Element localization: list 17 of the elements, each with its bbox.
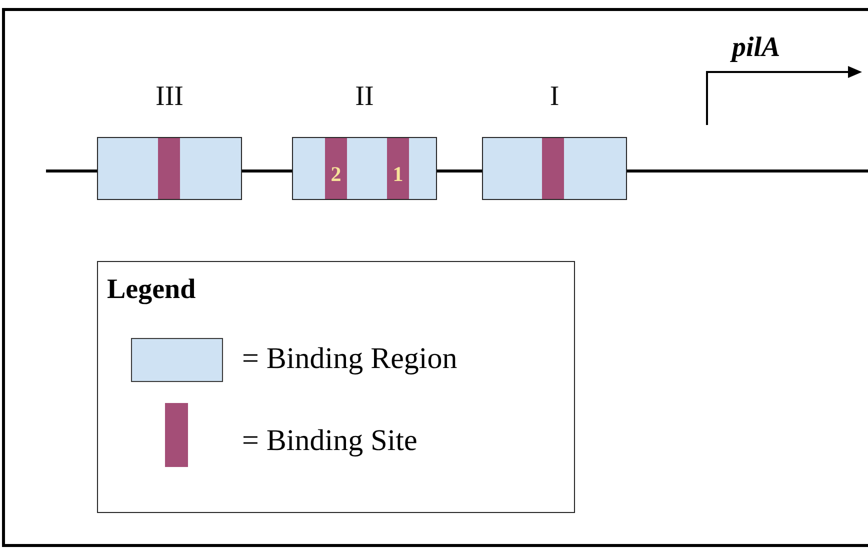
dna-line (46, 170, 97, 172)
region-label: II (354, 81, 375, 113)
legend-text: = Binding Region (242, 342, 458, 376)
site-number: 2 (330, 163, 342, 185)
legend-title: Legend (107, 274, 196, 306)
dna-line (437, 170, 482, 172)
binding-site (158, 138, 180, 199)
binding-site (387, 138, 409, 199)
region-label: I (548, 81, 560, 113)
site-number: 1 (392, 163, 404, 185)
legend-text: = Binding Site (242, 424, 418, 458)
dna-line (242, 170, 292, 172)
dna-line (627, 170, 868, 172)
gene-label: pilA (732, 32, 780, 64)
region-label: III (154, 81, 184, 113)
binding-site (542, 138, 564, 199)
binding-site (325, 138, 347, 199)
